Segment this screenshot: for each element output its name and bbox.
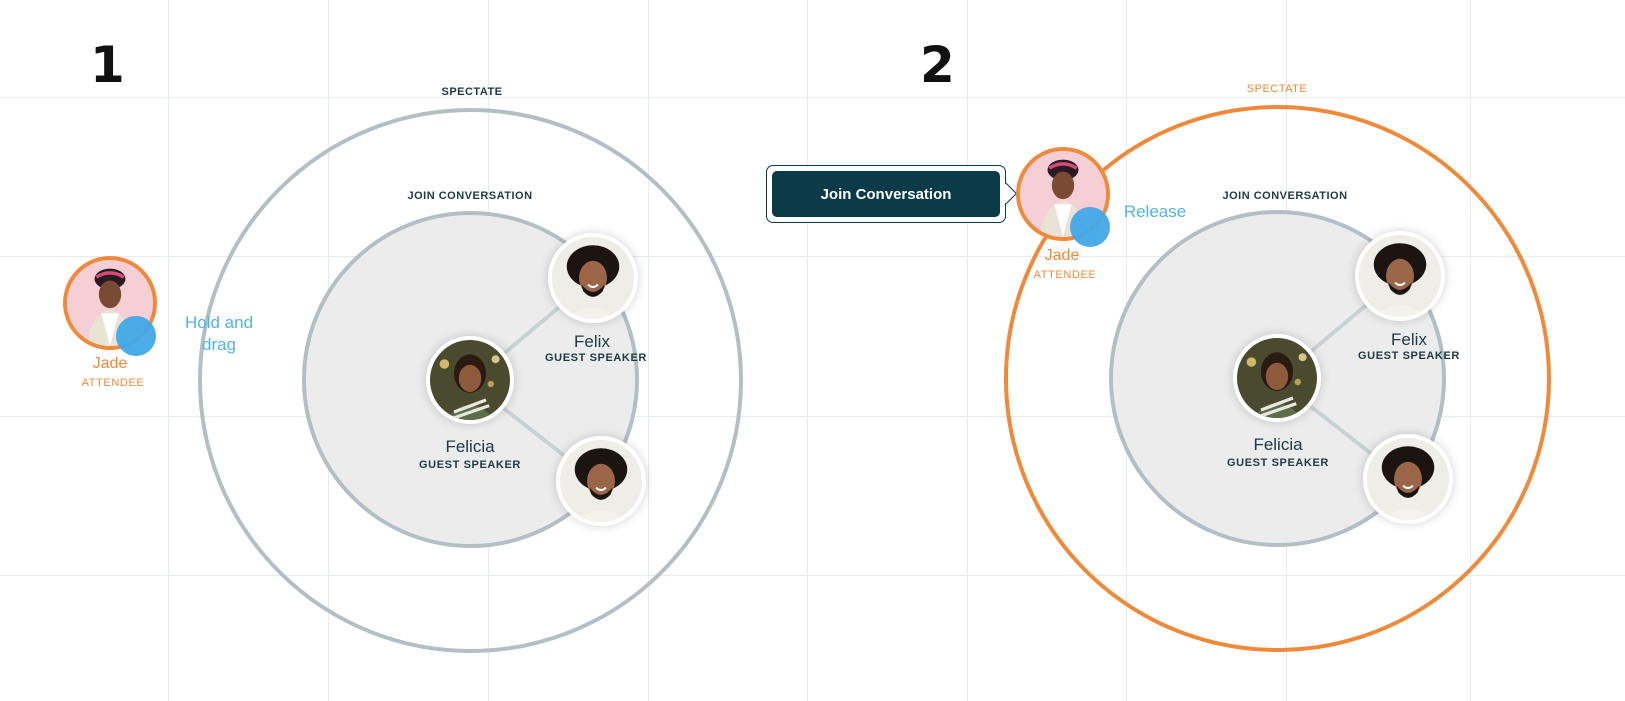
grid-line [0, 256, 1625, 257]
touch-indicator [116, 316, 156, 356]
speaker-name: Felicia [445, 437, 495, 456]
speaker-name: Felix [1391, 330, 1427, 349]
join-conversation-ring-label: JOIN CONVERSATION [407, 190, 533, 202]
speaker-avatar-felix[interactable] [548, 233, 638, 323]
spectate-ring[interactable] [1004, 105, 1551, 652]
speaker-avatar-felicia[interactable] [1233, 334, 1321, 422]
speaker-name: Felicia [1253, 435, 1303, 454]
person-photo-icon [560, 440, 642, 522]
speaker-name: Felix [574, 332, 610, 351]
speaker-avatar[interactable] [1363, 434, 1453, 524]
spectate-ring-label: SPECTATE [441, 86, 503, 98]
attendee-name: Jade [1044, 247, 1080, 264]
person-photo-icon [1367, 438, 1449, 520]
speaker-role: GUEST SPEAKER [1358, 350, 1460, 362]
person-photo-icon [552, 237, 634, 319]
speaker-avatar-felicia[interactable] [426, 336, 514, 424]
join-conversation-tooltip: Join Conversation [766, 165, 1006, 223]
join-conversation-button[interactable]: Join Conversation [772, 171, 1000, 217]
speaker-avatar-felix[interactable] [1355, 231, 1445, 321]
attendee-avatar-jade[interactable] [63, 256, 157, 350]
person-photo-icon [67, 260, 153, 346]
grid-line [807, 0, 808, 701]
grid-line [967, 0, 968, 701]
speaker-role: GUEST SPEAKER [419, 459, 521, 471]
speaker-role: GUEST SPEAKER [545, 352, 647, 364]
join-conversation-ring-label: JOIN CONVERSATION [1222, 190, 1348, 202]
grid-line [0, 575, 1625, 576]
person-photo-icon [430, 340, 510, 420]
grid-line [0, 97, 1625, 98]
person-photo-icon [1237, 338, 1317, 418]
spectate-ring[interactable] [198, 108, 743, 653]
touch-indicator [1070, 207, 1110, 247]
person-photo-icon [1359, 235, 1441, 317]
attendee-role: ATTENDEE [1033, 269, 1097, 281]
speaker-avatar[interactable] [556, 436, 646, 526]
grid-line [0, 416, 1625, 417]
attendee-name: Jade [92, 355, 128, 372]
step-number: 1 [90, 36, 125, 94]
release-hint: Release [1123, 202, 1187, 221]
hold-and-drag-hint: Hold and drag [184, 313, 254, 354]
grid-line [168, 0, 169, 701]
speaker-role: GUEST SPEAKER [1227, 457, 1329, 469]
spectate-ring-label: SPECTATE [1246, 83, 1308, 95]
step-number: 2 [920, 36, 955, 94]
attendee-role: ATTENDEE [81, 377, 145, 389]
